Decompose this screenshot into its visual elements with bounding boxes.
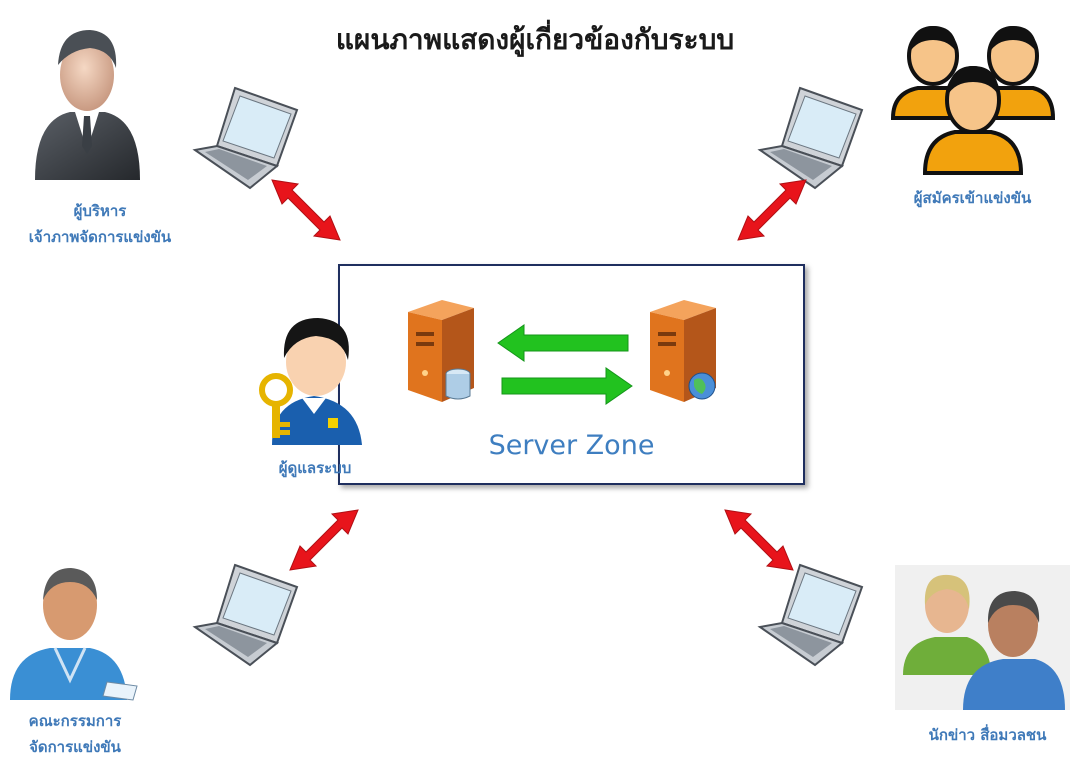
green-arrow-left	[497, 324, 629, 362]
laptop-icon	[192, 563, 299, 667]
committee-label: คณะกรรมการ จัดการแข่งขัน	[28, 712, 122, 756]
green-arrow-right	[501, 367, 633, 405]
press-label: นักข่าว สื่อมวลชน	[928, 726, 1047, 744]
executive-label: ผู้บริหาร เจ้าภาพจัดการแข่งขัน	[28, 202, 172, 246]
web-server-icon	[650, 300, 716, 402]
red-double-arrow	[271, 179, 341, 241]
laptop-icon	[192, 86, 299, 190]
admin-label: ผู้ดูแลระบบ	[278, 459, 352, 477]
applicants-label: ผู้สมัครเข้าแข่งขัน	[913, 189, 1032, 207]
red-double-arrow	[724, 509, 794, 571]
laptop-icon	[757, 86, 864, 190]
businessman-icon	[35, 30, 140, 180]
laptop-icon	[757, 563, 864, 667]
people-icon	[895, 565, 1070, 710]
server-zone-box	[338, 264, 805, 485]
database-server-icon	[408, 300, 474, 402]
red-double-arrow	[737, 179, 807, 241]
server-zone-label: Server Zone	[488, 430, 655, 461]
admin-key-icon	[259, 318, 362, 445]
red-double-arrow	[289, 509, 359, 571]
user-group-icon	[890, 26, 1056, 175]
staff-badge-icon	[10, 568, 138, 701]
diagram-title: แผนภาพแสดงผู้เกี่ยวข้องกับระบบ	[335, 23, 735, 56]
